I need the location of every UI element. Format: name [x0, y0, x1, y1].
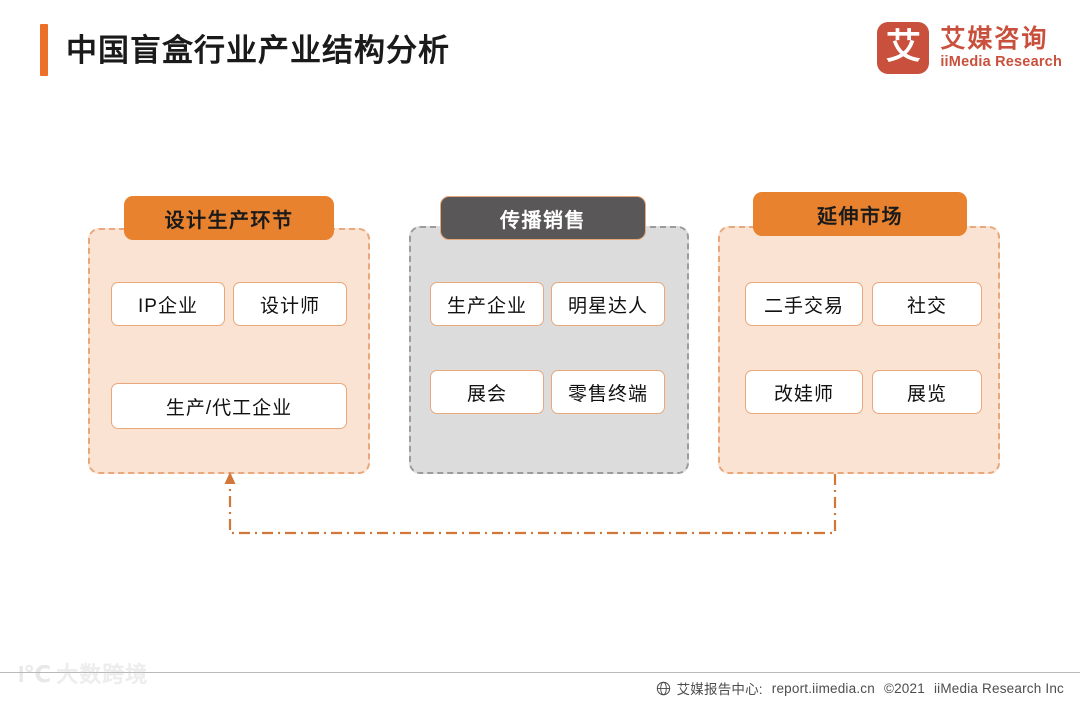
watermark-text: 大数跨境 [56, 661, 149, 687]
brand-logo: 艾 艾媒咨询 iiMedia Research [877, 22, 1062, 74]
globe-icon [656, 681, 671, 696]
column-header-design-production[interactable]: 设计生产环节 [124, 196, 334, 240]
column-header-extended-market[interactable]: 延伸市场 [753, 192, 967, 236]
page-header: 中国盲盒行业产业结构分析 艾 艾媒咨询 iiMedia Research [0, 0, 1080, 110]
footer-report-center-label: 艾媒报告中心: [676, 682, 763, 697]
footer-divider [0, 672, 1080, 673]
column-header-distribution-sales[interactable]: 传播销售 [440, 196, 646, 240]
panel-extended-market [718, 226, 1000, 474]
page-title: 中国盲盒行业产业结构分析 [66, 32, 450, 68]
node-ip-enterprise[interactable]: IP企业 [111, 282, 225, 326]
logo-text: 艾媒咨询 iiMedia Research [940, 25, 1062, 71]
panel-design-production [88, 228, 370, 474]
footer-info: 艾媒报告中心: report.iimedia.cn ©2021 iiMedia … [656, 678, 1064, 698]
title-accent-bar [40, 24, 48, 76]
watermark: I℃ 大数跨境 [18, 663, 148, 686]
node-production-enterprise[interactable]: 生产企业 [430, 282, 544, 326]
footer-url[interactable]: report.iimedia.cn [771, 680, 875, 696]
footer-copyright: ©2021 [883, 680, 925, 696]
node-celebrity-influencer[interactable]: 明星达人 [551, 282, 665, 326]
node-social[interactable]: 社交 [872, 282, 982, 326]
node-designer[interactable]: 设计师 [233, 282, 347, 326]
logo-name-en: iiMedia Research [940, 53, 1062, 70]
watermark-mark-icon: I℃ [18, 661, 51, 687]
logo-mark-glyph: 艾 [885, 27, 921, 68]
node-exhibition-fair[interactable]: 展会 [430, 370, 544, 414]
node-retail-terminal[interactable]: 零售终端 [551, 370, 665, 414]
node-manufacturing-oem[interactable]: 生产/代工企业 [111, 383, 347, 429]
node-doll-customizer[interactable]: 改娃师 [745, 370, 863, 414]
logo-name-cn: 艾媒咨询 [940, 24, 1049, 53]
panel-distribution-sales [409, 226, 689, 474]
footer-company: iiMedia Research Inc [933, 680, 1064, 696]
node-exhibition[interactable]: 展览 [872, 370, 982, 414]
page-title-wrap: 中国盲盒行业产业结构分析 [40, 24, 450, 76]
logo-mark-icon: 艾 [877, 22, 930, 74]
node-secondhand-trading[interactable]: 二手交易 [745, 282, 863, 326]
